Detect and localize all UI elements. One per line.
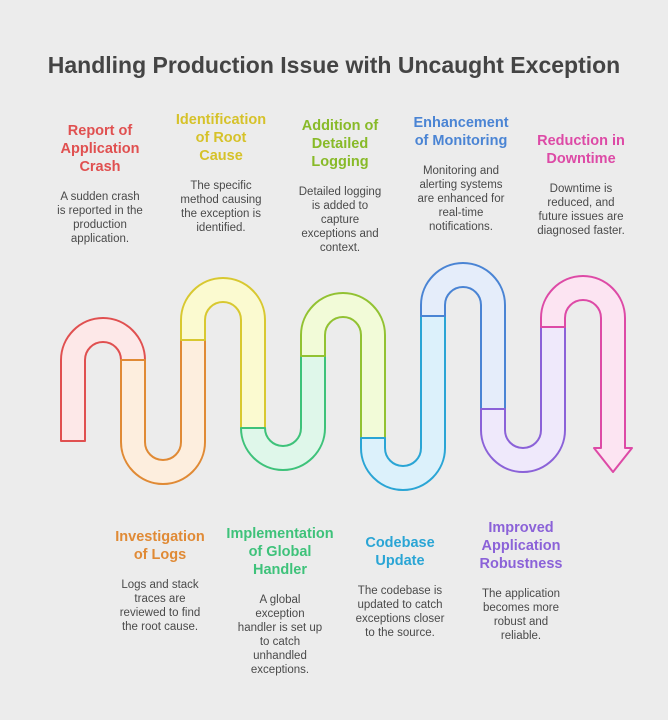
step-title-line: of Global (248, 544, 312, 560)
step-text-line: to catch (259, 636, 301, 648)
step-text-line: reviewed to find (119, 607, 201, 619)
step-title-line: Improved (488, 520, 554, 536)
step-title-line: Crash (79, 159, 121, 175)
step-title: Addition of Detailed Logging (280, 117, 400, 171)
step-text-line: to the source. (365, 627, 435, 639)
step-text-line: Logs and stack (121, 579, 199, 591)
step-text-line: diagnosed faster. (537, 225, 625, 237)
step-description: Downtime is reduced, and future issues a… (520, 182, 642, 238)
step-text-line: Monitoring and (422, 165, 500, 177)
step-title: Implementation of Global Handler (215, 525, 345, 579)
step-text-line: the exception is (181, 208, 261, 220)
step-text-line: exception (255, 608, 305, 620)
step-description: A sudden crash is reported in the produc… (40, 190, 160, 246)
step-title-line: Enhancement (413, 115, 509, 131)
step-title: Codebase Update (340, 534, 460, 570)
step-title: Enhancement of Monitoring (399, 114, 523, 150)
path-segment (540, 275, 633, 473)
step-title-line: Reduction in (537, 133, 625, 149)
step-text-line: unhandled (253, 650, 307, 662)
step-title-line: Identification (175, 112, 267, 128)
step-title-line: Report of (67, 123, 133, 139)
step-text-line: becomes more (482, 602, 560, 614)
step-title: Investigation of Logs (100, 528, 220, 564)
step-description: The codebase is updated to catch excepti… (340, 584, 460, 640)
step-title-line: Codebase (365, 535, 435, 551)
step-title-line: Implementation (226, 526, 334, 542)
step-title-line: Detailed (311, 136, 369, 152)
step-identification-of-root-cause: Identification of Root Cause The specifi… (161, 111, 281, 235)
step-title: Improved Application Robustness (460, 519, 582, 573)
step-report-of-application-crash: Report of Application Crash A sudden cra… (40, 122, 160, 246)
step-text-line: production (73, 219, 127, 231)
path-segment (120, 339, 206, 485)
step-text-line: A sudden crash (60, 191, 140, 203)
page-title: Handling Production Issue with Uncaught … (47, 52, 621, 78)
step-title-line: Downtime (546, 151, 616, 167)
step-title-line: Handler (253, 562, 307, 578)
step-text-line: are enhanced for (417, 193, 505, 205)
step-title: Identification of Root Cause (161, 111, 281, 165)
step-text-line: exceptions and (301, 228, 379, 240)
step-description: Monitoring and alerting systems are enha… (399, 164, 523, 234)
step-text-line: Downtime is (549, 183, 613, 195)
step-implementation-of-global-handler: Implementation of Global Handler A globa… (215, 525, 345, 677)
step-title-line: Investigation (115, 529, 205, 545)
step-description: The application becomes more robust and … (460, 587, 582, 643)
step-description: The specific method causing the exceptio… (161, 179, 281, 235)
step-text-line: the root cause. (121, 621, 199, 633)
step-text-line: capture (320, 214, 360, 226)
step-text-line: reliable. (500, 630, 542, 642)
step-text-line: handler is set up (237, 622, 323, 634)
step-text-line: method causing (180, 194, 262, 206)
step-addition-of-detailed-logging: Addition of Detailed Logging Detailed lo… (280, 117, 400, 255)
step-text-line: traces are (134, 593, 186, 605)
step-text-line: The specific (190, 180, 252, 192)
step-title-line: Update (375, 553, 425, 569)
step-text-line: reduced, and (547, 197, 615, 209)
step-text-line: The application (482, 588, 560, 600)
step-title-line: of Logs (133, 547, 187, 563)
step-title: Report of Application Crash (40, 122, 160, 176)
step-text-line: robust and (493, 616, 549, 628)
step-description: Logs and stack traces are reviewed to fi… (100, 578, 220, 634)
step-text-line: real-time (438, 207, 484, 219)
step-text-line: exceptions. (250, 664, 310, 676)
step-title-line: Logging (311, 154, 369, 170)
step-text-line: The codebase is (357, 585, 443, 597)
step-title-line: Cause (199, 148, 243, 164)
step-text-line: identified. (196, 222, 246, 234)
step-text-line: A global (259, 594, 301, 606)
step-title-line: Application (481, 538, 561, 554)
step-text-line: is reported in the (57, 205, 143, 217)
step-title-line: of Root (195, 130, 247, 146)
step-text-line: Detailed logging (298, 186, 382, 198)
step-title-line: Robustness (479, 556, 563, 572)
step-description: A global exception handler is set up to … (215, 593, 345, 677)
step-improved-application-robustness: Improved Application Robustness The appl… (460, 519, 582, 643)
step-text-line: notifications. (429, 221, 493, 233)
step-text-line: updated to catch (357, 599, 443, 611)
step-text-line: is added to (311, 200, 369, 212)
step-title-line: Application (60, 141, 140, 157)
step-text-line: future issues are (538, 211, 624, 223)
step-codebase-update: Codebase Update The codebase is updated … (340, 534, 460, 640)
step-title: Reduction in Downtime (520, 132, 642, 168)
step-reduction-in-downtime: Reduction in Downtime Downtime is reduce… (520, 132, 642, 238)
step-text-line: application. (70, 233, 130, 245)
step-title-line: Addition of (301, 118, 379, 134)
step-investigation-of-logs: Investigation of Logs Logs and stack tra… (100, 528, 220, 634)
step-enhancement-of-monitoring: Enhancement of Monitoring Monitoring and… (399, 114, 523, 234)
step-text-line: context. (319, 242, 361, 254)
step-title-line: of Monitoring (414, 133, 508, 149)
step-text-line: exceptions closer (355, 613, 445, 625)
step-description: Detailed logging is added to capture exc… (280, 185, 400, 255)
step-text-line: alerting systems (419, 179, 503, 191)
